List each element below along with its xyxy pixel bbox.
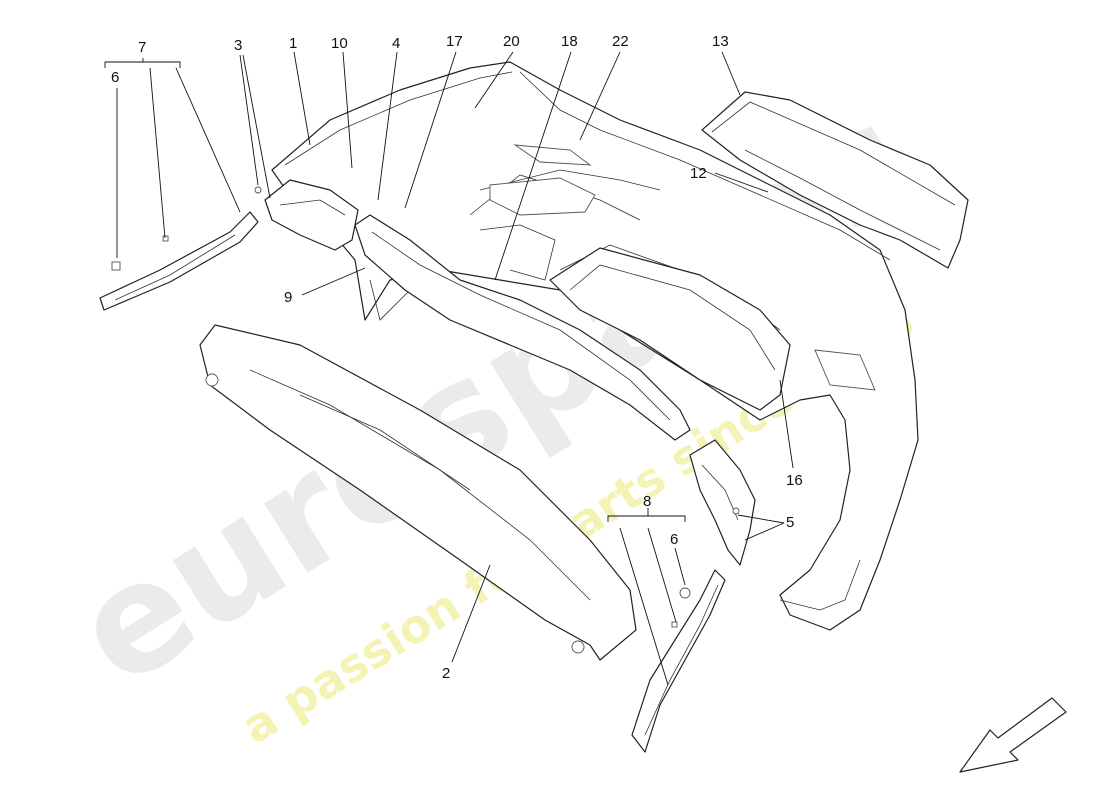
part-5-right-bracket bbox=[689, 439, 756, 566]
part-2-foam-absorber bbox=[199, 324, 637, 661]
callouts: 7 6 3 1 10 4 17 20 18 22 13 12 9 16 5 8 … bbox=[111, 33, 803, 682]
front-direction-arrow-icon bbox=[959, 697, 1067, 773]
callout-7: 7 bbox=[138, 39, 146, 56]
callout-3: 3 bbox=[234, 37, 242, 54]
callout-10: 10 bbox=[331, 35, 348, 52]
bumper-shell bbox=[271, 61, 919, 631]
callout-22: 22 bbox=[612, 33, 629, 50]
callout-16: 16 bbox=[786, 472, 803, 489]
callout-9: 9 bbox=[284, 289, 292, 306]
part-8-right-strip bbox=[631, 569, 726, 753]
callout-5: 5 bbox=[786, 514, 794, 531]
part-7-left-strip bbox=[99, 211, 259, 311]
inner-bracket-rail bbox=[549, 247, 791, 411]
part-3-left-bracket bbox=[254, 179, 359, 251]
part-4-beam bbox=[354, 214, 691, 441]
callout-8: 8 bbox=[643, 493, 651, 510]
callout-18: 18 bbox=[561, 33, 578, 50]
callout-6-left: 6 bbox=[111, 69, 119, 86]
callout-12: 12 bbox=[690, 165, 707, 182]
callout-6-right: 6 bbox=[670, 531, 678, 548]
callout-17: 17 bbox=[446, 33, 463, 50]
callout-1: 1 bbox=[289, 35, 297, 52]
callout-13: 13 bbox=[712, 33, 729, 50]
leader-lines bbox=[104, 51, 794, 686]
callout-4: 4 bbox=[392, 35, 400, 52]
callout-20: 20 bbox=[503, 33, 520, 50]
callout-2: 2 bbox=[442, 665, 450, 682]
